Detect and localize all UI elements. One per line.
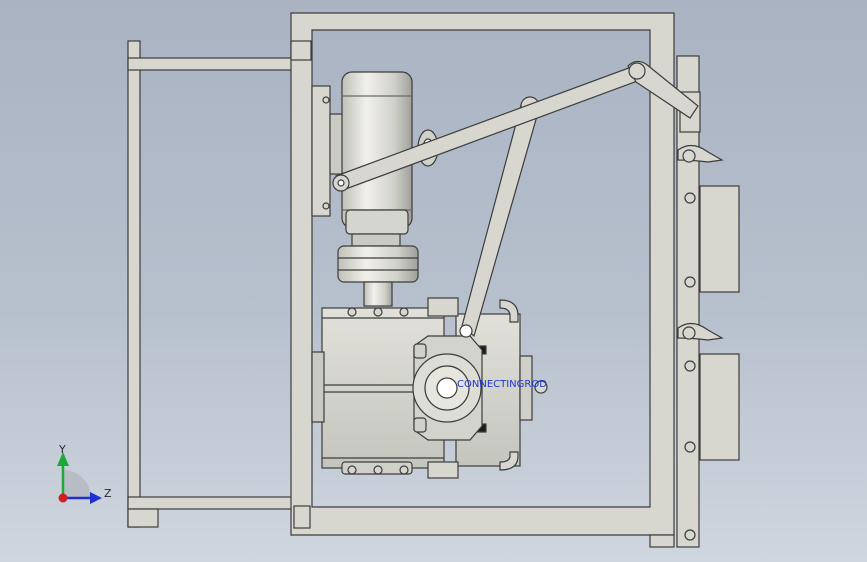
motor [341,71,439,235]
linkage [332,60,699,338]
right-rail [676,55,740,548]
x-axis-dot [58,493,68,503]
z-axis-arrow-icon [90,492,102,504]
y-axis-label: Y [58,443,66,456]
main-frame [290,12,675,548]
connecting-rod-label: CONNECTINGROD [457,379,547,390]
shaft-coupling [337,233,419,307]
left-frame [127,40,307,528]
z-axis-label: Z [104,487,112,500]
crank-hub [412,335,483,441]
coordinate-triad: Y Z [57,443,112,504]
y-axis-arrow-icon [57,452,69,466]
triad-plane [63,470,91,498]
